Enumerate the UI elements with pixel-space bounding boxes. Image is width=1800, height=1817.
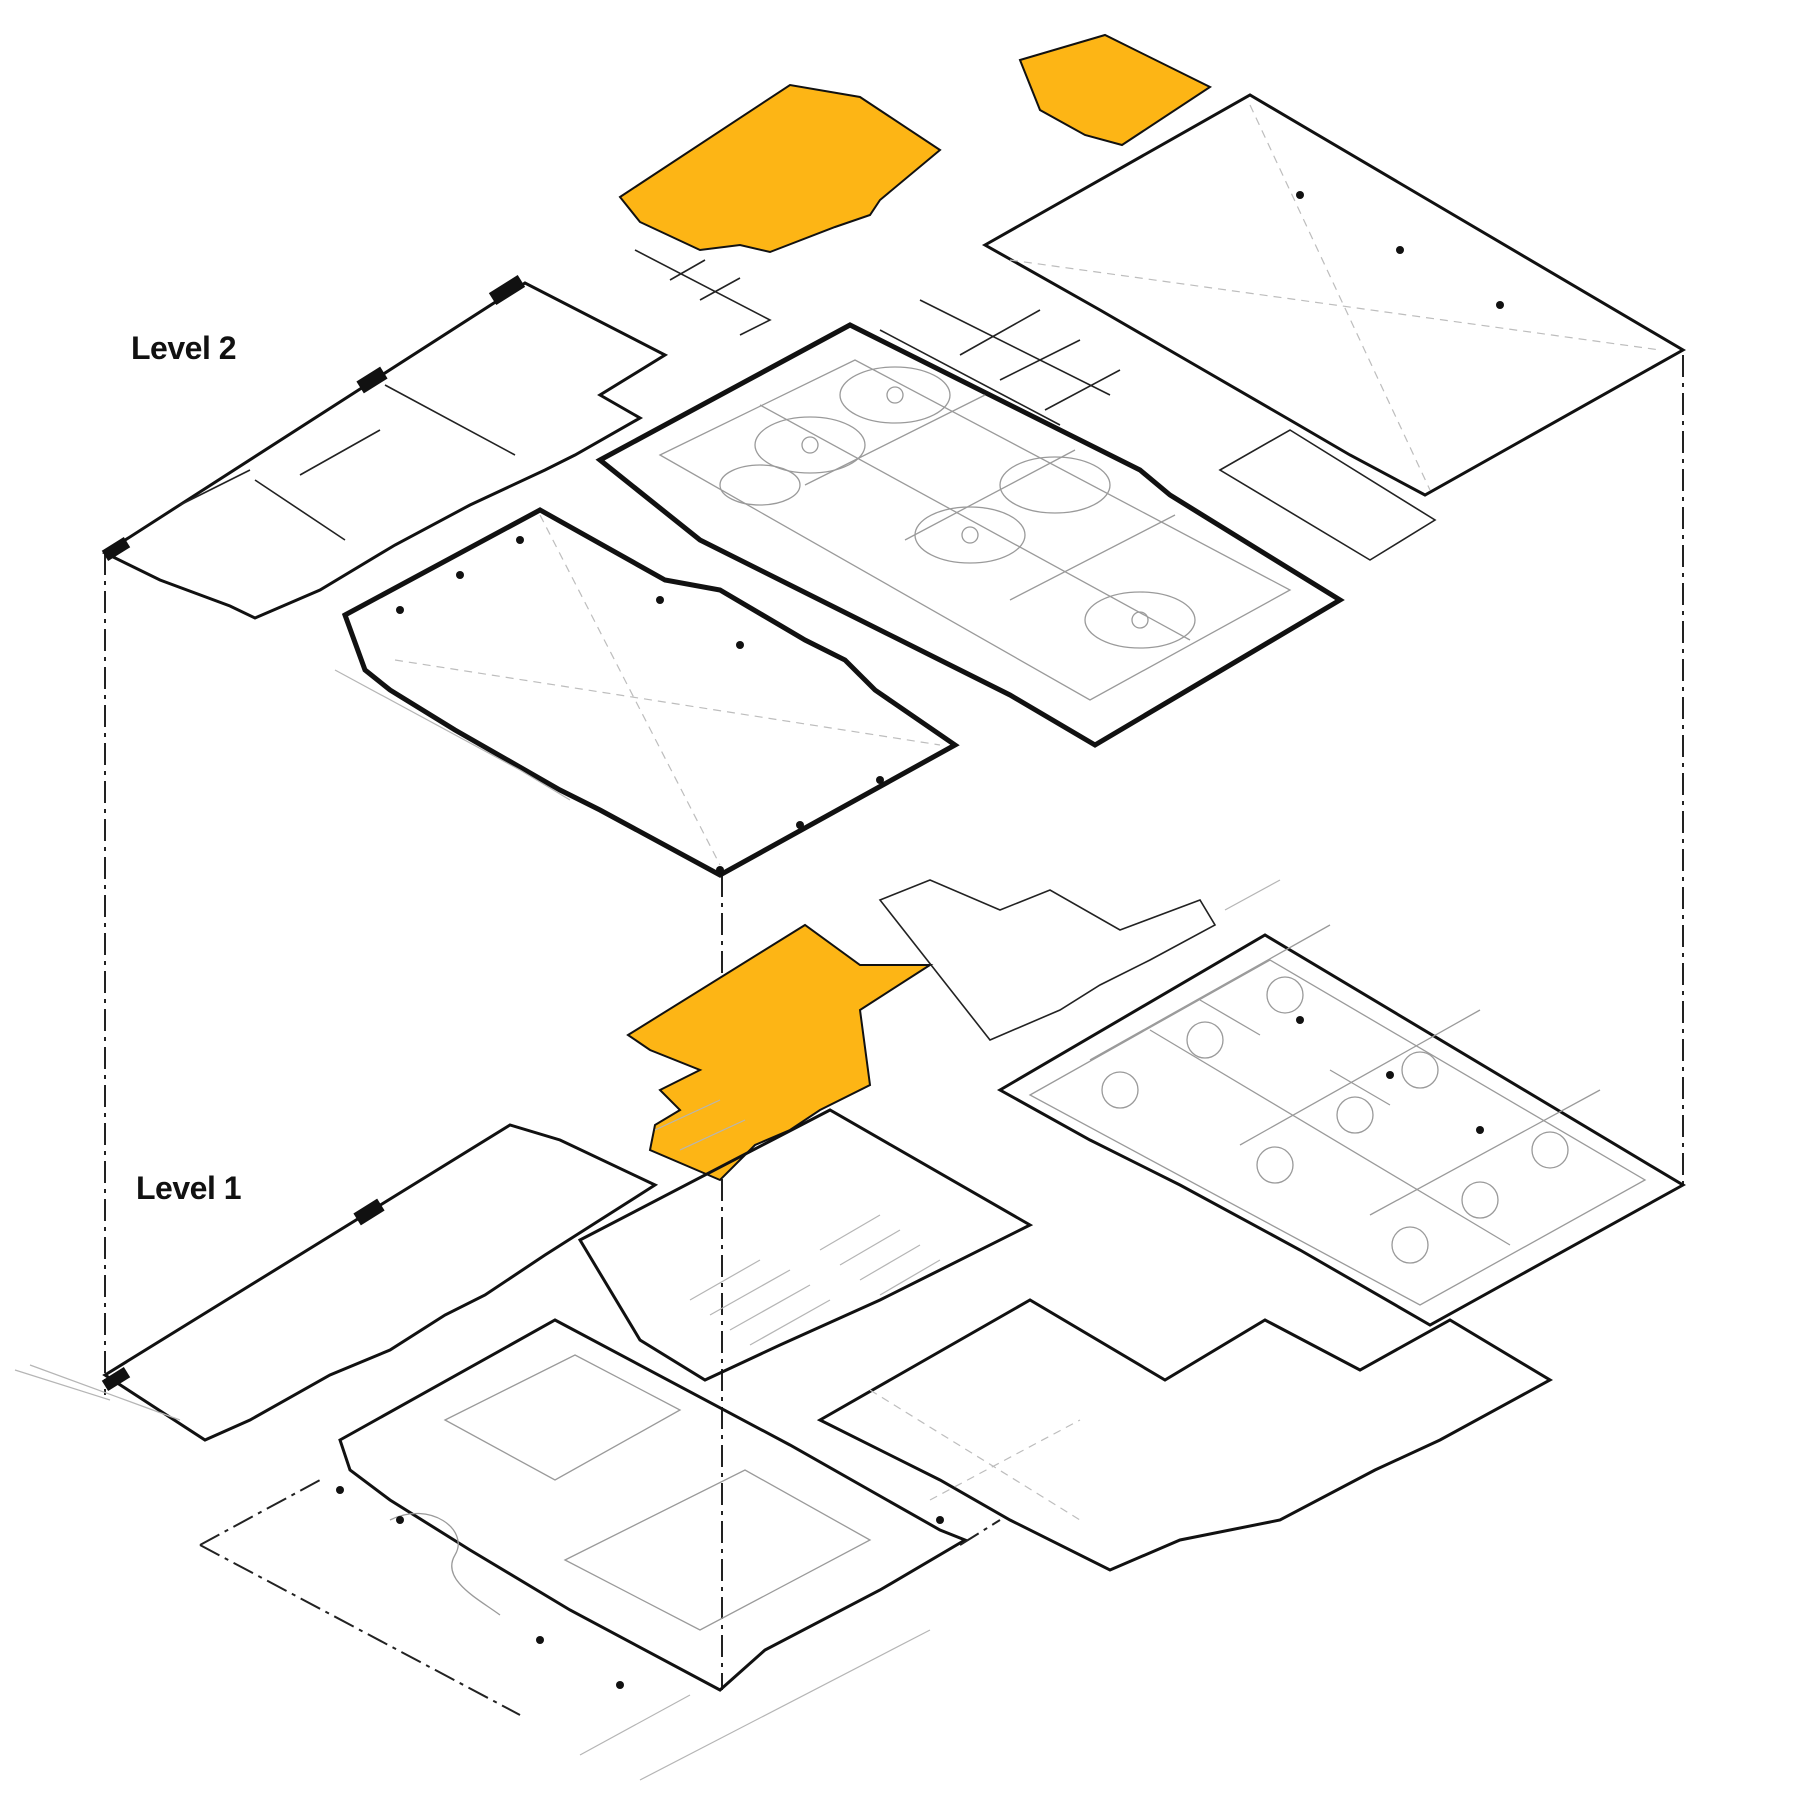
- level-2-east-diagonals: [1009, 104, 1661, 491]
- level-1-basketball-courts: [1028, 924, 1647, 1306]
- level-1-north-line: [1224, 879, 1281, 911]
- level-1-west-wing: [102, 1123, 659, 1442]
- level-2-classrooms: [879, 299, 1121, 426]
- level-2-west-wing: [101, 281, 669, 620]
- level-1-pool-basin: [443, 1354, 682, 1481]
- level-2-west-partitions: [179, 384, 516, 541]
- level-1-highlight-furniture: [654, 1099, 746, 1151]
- level-1-label: Level 1: [136, 1170, 242, 1206]
- level-1-east-gym: [996, 933, 1687, 1327]
- level-1-columns: [336, 1016, 1484, 1689]
- level-2-wall-block: [101, 537, 131, 561]
- level-2-wall-block: [356, 366, 388, 394]
- level-2-label: Level 2: [131, 330, 237, 366]
- level-1-leisure-pool: [389, 1512, 501, 1616]
- level-2-wall-block: [488, 275, 526, 305]
- level-1-library-stacks: [689, 1214, 941, 1346]
- level-1-south-east-rooms: [816, 1298, 1554, 1572]
- level-1-library: [577, 1108, 1034, 1382]
- level-2-gymnasium: [595, 322, 1345, 748]
- level-2-columns: [396, 191, 1504, 874]
- level-1-north-rooms: [878, 879, 1217, 1041]
- level-1-wall-block: [353, 1198, 385, 1226]
- level-1-site-lines: [14, 1364, 931, 1781]
- level-1-pool-basin-2: [563, 1469, 872, 1631]
- level-1-multipurpose-diagonals: [869, 1389, 1081, 1521]
- level-2-highlight-north: [1018, 33, 1213, 147]
- level-1-wall-block: [101, 1367, 131, 1391]
- level-1-site-outline: [199, 1479, 1001, 1716]
- level-2-basketball-courts: [658, 359, 1292, 701]
- level-2-east-opening: [981, 93, 1687, 497]
- level-2-hall-diagonals: [394, 514, 941, 866]
- level-1-plan: [14, 879, 1687, 1781]
- level-1-pool-hall: [338, 1318, 969, 1692]
- level-2-hall: [341, 507, 960, 878]
- level-2-plan: [101, 33, 1687, 878]
- level-1-highlight: [626, 923, 934, 1182]
- level-2-corridor: [634, 249, 772, 336]
- level-2-east-room: [1218, 429, 1437, 561]
- level-2-highlight-west: [618, 83, 942, 254]
- level-2-hall-terrace: [334, 669, 571, 801]
